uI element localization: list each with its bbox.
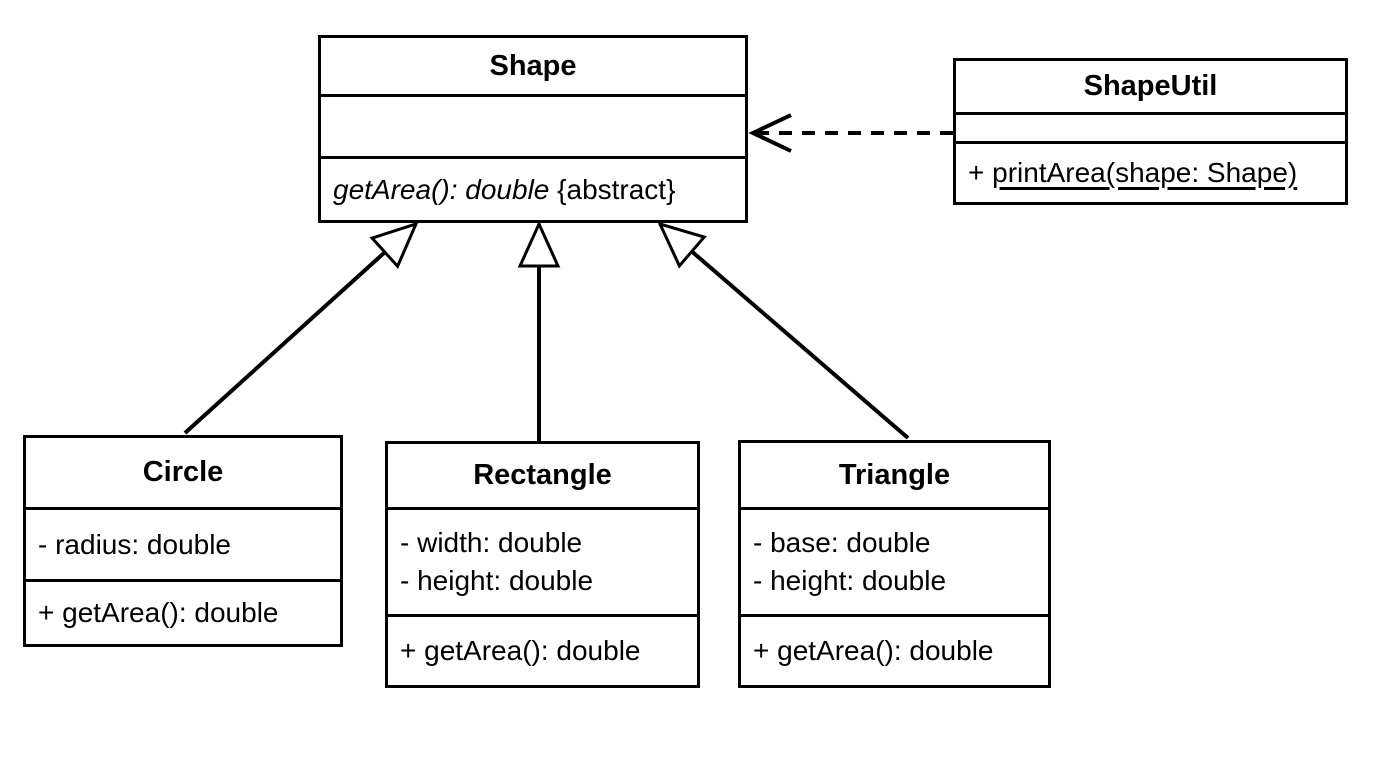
abstract-constraint: {abstract} [549, 173, 676, 205]
attributes-compartment-triangle: - base: double - height: double [741, 510, 1048, 617]
method-signature: getArea(): double [333, 173, 550, 205]
attributes-compartment-rectangle: - width: double - height: double [388, 510, 697, 617]
class-name-shapeutil: ShapeUtil [956, 61, 1345, 115]
class-box-shape: Shape getArea(): double {abstract} [318, 35, 748, 223]
attribute-base: - base: double [753, 527, 931, 558]
methods-compartment-triangle: + getArea(): double [741, 617, 1048, 685]
attributes-compartment-shapeutil [956, 115, 1345, 144]
attributes-compartment-shape [321, 97, 745, 159]
class-box-circle: Circle - radius: double + getArea(): dou… [23, 435, 343, 647]
class-box-shapeutil: ShapeUtil + printArea(shape: Shape) [953, 58, 1348, 205]
method-getarea: + getArea(): double [38, 597, 279, 628]
methods-compartment-shape: getArea(): double {abstract} [321, 159, 745, 220]
methods-compartment-rectangle: + getArea(): double [388, 617, 697, 685]
attribute-width: - width: double [400, 527, 583, 558]
methods-compartment-circle: + getArea(): double [26, 582, 340, 644]
class-box-triangle: Triangle - base: double - height: double… [738, 440, 1051, 688]
attributes-compartment-circle: - radius: double [26, 510, 340, 582]
class-name-triangle: Triangle [741, 443, 1048, 510]
class-name-rectangle: Rectangle [388, 444, 697, 510]
inheritance-arrow-circle-to-shape [183, 221, 419, 435]
class-box-rectangle: Rectangle - width: double - height: doub… [385, 441, 700, 688]
attribute-radius: - radius: double [38, 528, 232, 560]
class-name-shape: Shape [321, 38, 745, 97]
class-name-circle: Circle [26, 438, 340, 510]
method-getarea: + getArea(): double [400, 635, 641, 666]
visibility-marker: + [968, 157, 993, 188]
attribute-height: - height: double [753, 565, 947, 596]
inheritance-arrow-triangle-to-shape [657, 221, 910, 440]
method-getarea-abstract: getArea(): double {abstract} [333, 171, 739, 209]
method-signature: printArea(shape: Shape) [992, 157, 1298, 188]
attribute-height: - height: double [400, 565, 594, 596]
method-getarea: + getArea(): double [753, 635, 994, 666]
methods-compartment-shapeutil: + printArea(shape: Shape) [956, 144, 1345, 202]
method-printarea-static: + printArea(shape: Shape) [968, 154, 1339, 192]
